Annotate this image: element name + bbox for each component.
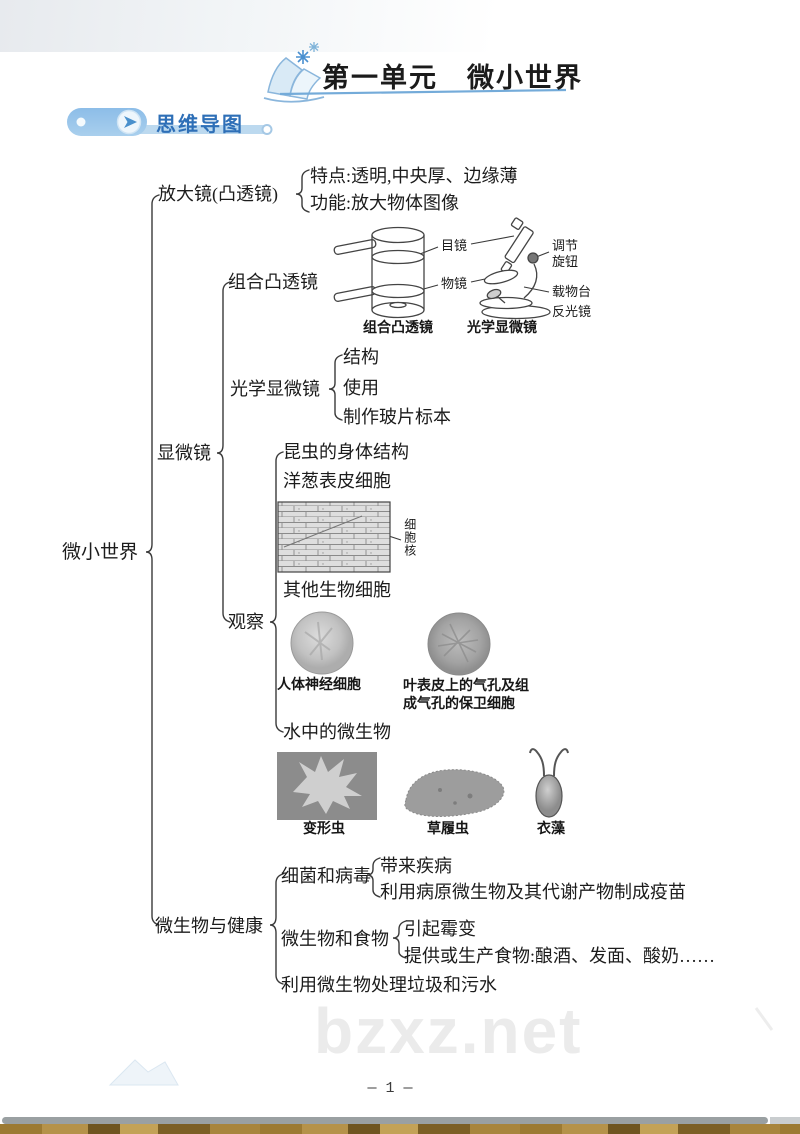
- amoeba-figure: [277, 752, 377, 820]
- page-number: — 1 —: [367, 1080, 413, 1097]
- scan-edge-mark: [754, 1007, 774, 1031]
- nerve-cell-figure: [290, 611, 354, 675]
- caption-stomata-line1: 叶表皮上的气孔及组: [403, 679, 529, 694]
- title-underline: [279, 88, 567, 96]
- leaf-other-cells: 其他生物细胞: [283, 580, 391, 600]
- stomata-figure: [427, 612, 491, 676]
- leaf-onion-cells: 洋葱表皮细胞: [283, 471, 391, 491]
- optical-microscope-figure: [479, 217, 551, 320]
- leaf-slide-making: 制作玻片标本: [343, 407, 451, 427]
- brace-root: [145, 194, 160, 926]
- label-objective: 物镜: [441, 276, 468, 291]
- brace-microscope: [216, 281, 231, 623]
- label-nucleus: 细胞核: [402, 518, 417, 557]
- leaf-insect-body: 昆虫的身体结构: [283, 442, 409, 462]
- brace-observe: [269, 451, 284, 733]
- combined-lens-figure: [333, 226, 425, 319]
- unit-title: 第一单元 微小世界: [322, 63, 583, 93]
- leaf-food-production: 提供或生产食物:酿酒、发面、酸奶……: [404, 946, 715, 966]
- node-microscope: 显微镜: [157, 443, 211, 463]
- scan-bottom-bar: [2, 1117, 768, 1124]
- node-combined-lens: 组合凸透镜: [228, 272, 318, 292]
- scan-top-shading: [0, 0, 800, 52]
- brace-bacteria: [366, 857, 381, 898]
- leaf-vaccine: 利用病原微生物及其代谢产物制成疫苗: [380, 882, 686, 902]
- caption-paramecium: 草履虫: [427, 822, 469, 837]
- scan-bottom-bar-tail: [770, 1117, 800, 1124]
- node-root: 微小世界: [62, 542, 139, 563]
- label-stage: 载物台: [552, 284, 592, 299]
- caption-stomata-line2: 成气孔的保卫细胞: [403, 697, 515, 712]
- caption-amoeba: 变形虫: [303, 822, 345, 837]
- label-knob-line1: 调节: [552, 238, 579, 253]
- node-magnifier: 放大镜(凸透镜): [158, 184, 278, 204]
- brace-optical: [328, 354, 343, 421]
- brace-health: [269, 873, 284, 985]
- brace-food: [392, 920, 407, 959]
- next-page-photo-strip: [0, 1124, 800, 1134]
- caption-optical-microscope: 光学显微镜: [467, 321, 537, 336]
- site-watermark: bzxz.net: [314, 995, 583, 1067]
- caption-combined-lens: 组合凸透镜: [363, 321, 433, 336]
- leaf-magnifier-function: 功能:放大物体图像: [310, 193, 460, 213]
- label-knob-line2: 旋钮: [552, 254, 579, 269]
- section-badge-label: 思维导图: [156, 114, 244, 136]
- caption-chlamydomonas: 衣藻: [537, 822, 565, 837]
- faint-sketch-watermark: [108, 1059, 179, 1086]
- node-health: 微生物与健康: [155, 916, 263, 936]
- node-optical-microscope: 光学显微镜: [230, 379, 320, 399]
- book-sparkle-icon: [263, 42, 325, 103]
- paramecium-figure: [404, 769, 505, 817]
- brace-magnifier: [295, 169, 310, 213]
- node-microbe-food: 微生物和食物: [281, 929, 389, 949]
- tree-braces: [145, 169, 407, 985]
- badge-graphic: [67, 108, 273, 136]
- label-mirror: 反光镜: [552, 304, 592, 319]
- leaf-mold: 引起霉变: [404, 919, 476, 939]
- caption-nerve-cell: 人体神经细胞: [277, 678, 361, 693]
- leaf-water-microbes: 水中的微生物: [283, 722, 391, 742]
- node-observe: 观察: [228, 612, 264, 632]
- leaf-bring-disease: 带来疾病: [380, 856, 452, 876]
- label-eyepiece: 目镜: [441, 238, 468, 253]
- leaf-sewage: 利用微生物处理垃圾和污水: [281, 975, 497, 995]
- leaf-usage: 使用: [343, 378, 379, 398]
- leaf-structure: 结构: [343, 347, 379, 367]
- leaf-magnifier-feature: 特点:透明,中央厚、边缘薄: [310, 166, 518, 186]
- onion-cells-figure: [277, 501, 391, 573]
- node-bacteria-virus: 细菌和病毒: [281, 866, 371, 886]
- chlamydomonas-figure: [529, 748, 569, 818]
